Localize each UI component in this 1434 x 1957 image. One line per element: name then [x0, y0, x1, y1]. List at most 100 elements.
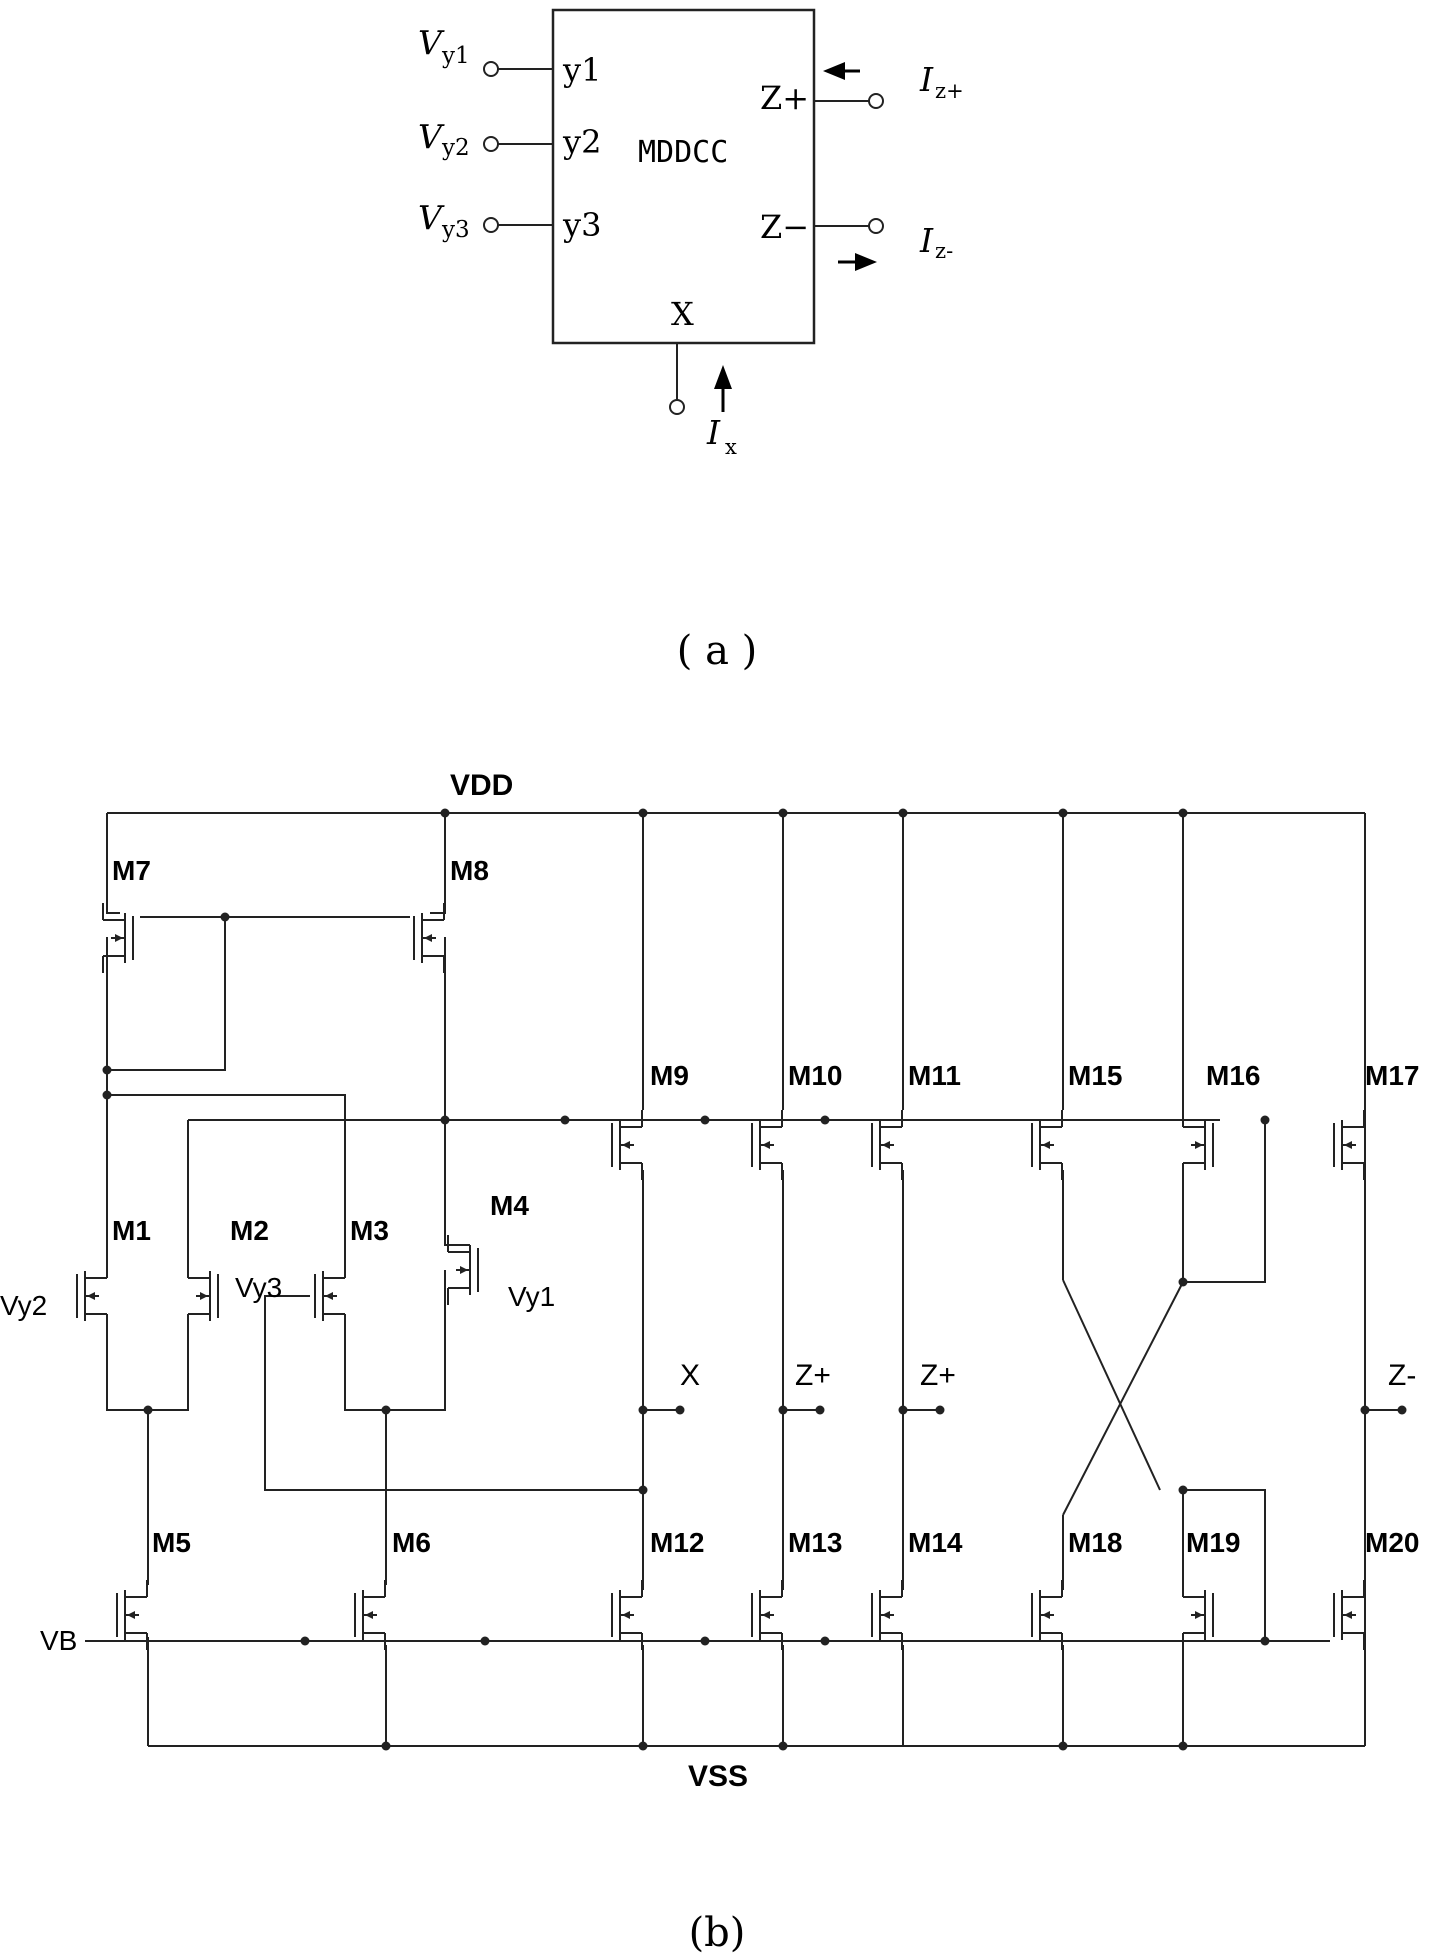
label-m16: M16: [1206, 1060, 1260, 1091]
label-m6: M6: [392, 1527, 431, 1558]
fet-m14: [872, 1580, 902, 1650]
fet-m17: [1334, 1110, 1364, 1180]
junction-dot: [1059, 809, 1068, 818]
junction-dot: [899, 1406, 908, 1415]
junction-dot: [701, 1116, 710, 1125]
cross-wire-1: [1063, 1280, 1160, 1490]
arrow-up-icon: [714, 365, 732, 412]
output-zminus-label: Z-: [1388, 1359, 1416, 1392]
junction-dot: [481, 1637, 490, 1646]
mddcc-block-diagram: MDDCC y1 V y1 y2 V y2 y3 V y3 Z+ I z+ Z−: [418, 10, 964, 674]
arrow-right-icon: [838, 253, 877, 271]
vb-label: VB: [40, 1625, 77, 1656]
label-m20: M20: [1365, 1527, 1419, 1558]
label-m7: M7: [112, 855, 151, 886]
junction-dot: [144, 1406, 153, 1415]
label-m1: M1: [112, 1215, 151, 1246]
fet-m1: [77, 1261, 107, 1331]
port-y3-label: y3: [562, 206, 601, 244]
caption-b: (b): [689, 1910, 746, 1956]
junction-dot: [1179, 809, 1188, 818]
label-m13: M13: [788, 1527, 842, 1558]
port-zplus-label: Z+: [760, 79, 809, 117]
fet-m18: [1032, 1580, 1062, 1650]
junction-dot: [1261, 1637, 1270, 1646]
input-vy2-label: Vy2: [0, 1290, 47, 1321]
signal-izminus-sub: z-: [935, 239, 953, 263]
junction-dot: [1059, 1742, 1068, 1751]
label-m15: M15: [1068, 1060, 1122, 1091]
junction-dot: [639, 809, 648, 818]
signal-ix-sub: x: [725, 435, 737, 459]
signal-vy3-sub: y3: [441, 217, 470, 243]
output-zplus2-label: Z+: [920, 1359, 956, 1392]
port-x-label: X: [671, 295, 694, 333]
junction-dot: [821, 1116, 830, 1125]
junction-dot: [1361, 1406, 1370, 1415]
label-m4: M4: [490, 1190, 529, 1221]
junction-dot: [103, 1091, 112, 1100]
junction-dot: [899, 809, 908, 818]
junction-dot: [221, 913, 230, 922]
terminal-zminus: [869, 219, 883, 233]
terminal-x: [670, 400, 684, 414]
label-m14: M14: [908, 1527, 963, 1558]
terminal-zplus: [869, 94, 883, 108]
vdd-label: VDD: [450, 769, 513, 802]
terminal-y2: [484, 137, 498, 151]
fet-m20: [1334, 1580, 1364, 1650]
signal-izplus-sub: z+: [935, 79, 964, 103]
port-y2-label: y2: [562, 123, 601, 161]
signal-vy1-base: V: [418, 23, 445, 62]
caption-a: ( a ): [677, 628, 758, 674]
junction-dots: [103, 809, 1407, 1751]
junction-dot: [382, 1406, 391, 1415]
junction-dot: [1179, 1278, 1188, 1287]
terminal-y1: [484, 62, 498, 76]
label-m9: M9: [650, 1060, 689, 1091]
output-x-label: X: [680, 1359, 700, 1392]
label-m2: M2: [230, 1215, 269, 1246]
fet-m6: [355, 1580, 385, 1650]
junction-dot: [1179, 1486, 1188, 1495]
signal-vy1-sub: y1: [441, 43, 470, 69]
terminal-y3: [484, 218, 498, 232]
junction-dot: [103, 1066, 112, 1075]
output-zplus1-label: Z+: [795, 1359, 831, 1392]
signal-ix-base: I: [706, 413, 721, 452]
arrow-left-icon: [823, 62, 860, 80]
label-m10: M10: [788, 1060, 842, 1091]
junction-dot: [816, 1406, 825, 1415]
junction-dot: [676, 1406, 685, 1415]
label-m3: M3: [350, 1215, 389, 1246]
fet-m13: [752, 1580, 782, 1650]
port-zminus-label: Z−: [760, 208, 809, 246]
junction-dot: [1261, 1116, 1270, 1125]
junction-dot: [301, 1637, 310, 1646]
junction-dot: [639, 1406, 648, 1415]
junction-dot: [639, 1742, 648, 1751]
junction-dot: [779, 1406, 788, 1415]
vss-label: VSS: [688, 1760, 748, 1793]
block-label: MDDCC: [638, 135, 728, 170]
signal-vy2-base: V: [418, 117, 445, 156]
junction-dot: [441, 809, 450, 818]
label-m18: M18: [1068, 1527, 1122, 1558]
input-vy1-label: Vy1: [508, 1281, 555, 1312]
port-y1-label: y1: [562, 51, 601, 89]
label-m8: M8: [450, 855, 489, 886]
label-m17: M17: [1365, 1060, 1419, 1091]
fet-m2: [188, 1261, 218, 1331]
signal-izplus-base: I: [919, 60, 934, 99]
junction-dot: [441, 1116, 450, 1125]
junction-dot: [779, 1742, 788, 1751]
label-m11: M11: [908, 1060, 961, 1091]
junction-dot: [382, 1742, 391, 1751]
cmos-schematic: VDD VSS VB: [0, 769, 1419, 1956]
junction-dot: [1398, 1406, 1407, 1415]
junction-dot: [1179, 1742, 1188, 1751]
fet-m19: [1183, 1580, 1213, 1650]
junction-dot: [779, 809, 788, 818]
fet-m5: [117, 1580, 147, 1650]
label-m5: M5: [152, 1527, 191, 1558]
